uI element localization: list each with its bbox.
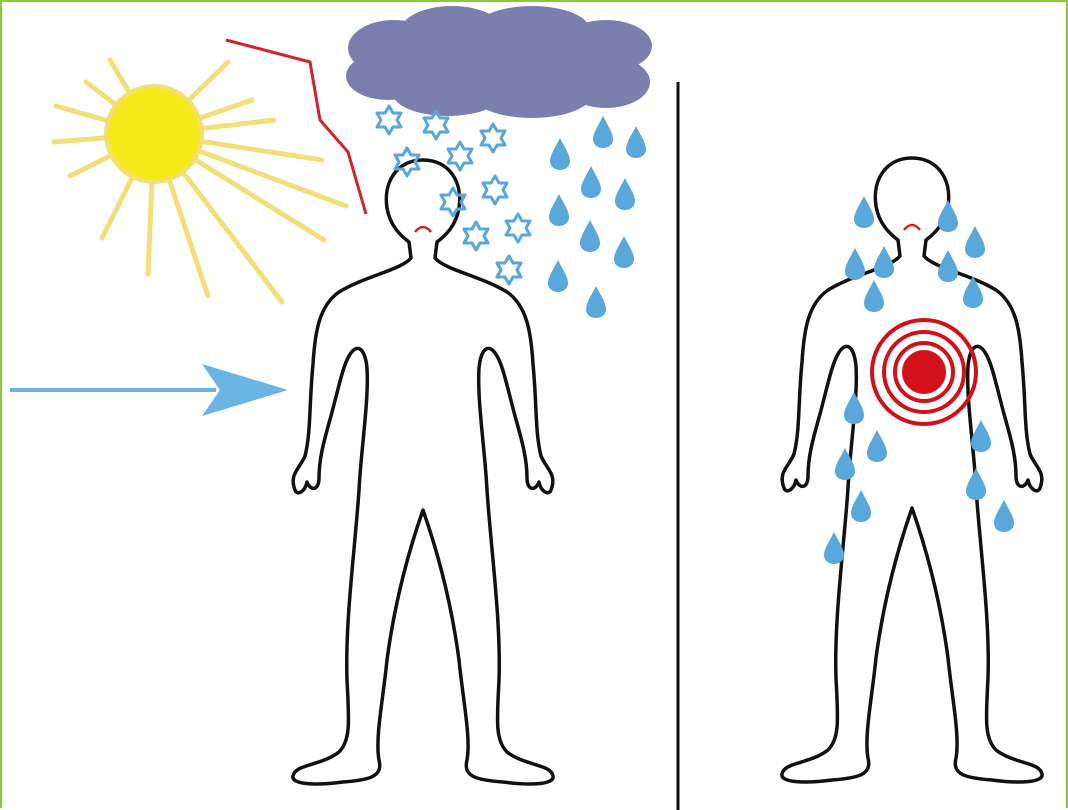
person-right <box>782 158 1042 782</box>
sun-disc <box>106 86 202 182</box>
cloud <box>346 6 652 118</box>
raindrops-left <box>548 116 646 318</box>
wind-arrow <box>10 364 288 416</box>
sun <box>54 60 346 302</box>
person-left <box>293 160 553 784</box>
sun-rays <box>54 60 346 302</box>
